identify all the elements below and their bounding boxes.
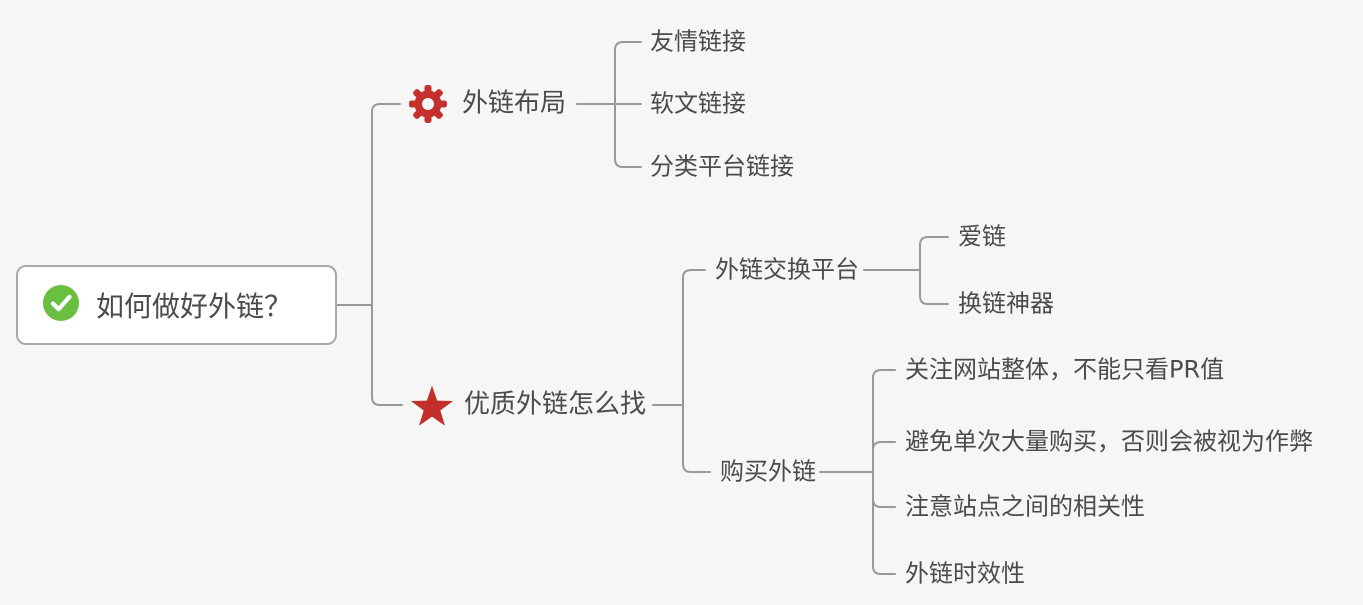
node-branch-quality[interactable]: 优质外链怎么找: [464, 389, 647, 420]
connector-buy-to-child4: [872, 471, 896, 575]
connector-branch1-to-child1: [614, 41, 642, 105]
node-article-links[interactable]: 软文链接: [650, 89, 746, 118]
root-node-label: 如何做好外链？: [96, 290, 293, 323]
connector-branch1-to-child3: [614, 103, 642, 168]
node-ailian[interactable]: 爱链: [958, 222, 1006, 251]
check-circle-icon: [42, 284, 80, 326]
node-branch-layout[interactable]: 外链布局: [462, 88, 567, 119]
connector-root-to-branch2: [371, 304, 403, 406]
node-platform-links[interactable]: 分类平台链接: [650, 152, 794, 181]
star-icon: [410, 384, 454, 428]
connector-buy-to-child1: [872, 369, 896, 473]
node-buy-tip-pr[interactable]: 关注网站整体，不能只看PR值: [905, 355, 1225, 384]
connector-exchange-to-child2: [919, 269, 949, 305]
node-exchange-platform[interactable]: 外链交换平台: [715, 255, 859, 284]
connector-root-to-branch1: [371, 103, 401, 306]
gear-icon: [408, 84, 448, 124]
connector-exchange-to-child1: [919, 236, 949, 271]
node-buy-tip-timeliness[interactable]: 外链时效性: [905, 559, 1025, 588]
connector-buy-to-child2: [872, 441, 896, 473]
node-huanlian-tool[interactable]: 换链神器: [958, 289, 1054, 318]
node-buy-tip-bulk[interactable]: 避免单次大量购买，否则会被视为作弊: [905, 427, 1313, 456]
connector-branch2-to-buy: [682, 404, 711, 473]
node-friend-links[interactable]: 友情链接: [650, 27, 746, 56]
node-buy-links[interactable]: 购买外链: [720, 457, 816, 486]
connector-buy-to-child3: [872, 471, 896, 508]
root-node[interactable]: 如何做好外链？: [16, 265, 337, 345]
connector-branch2-to-exchange: [682, 269, 706, 406]
node-buy-tip-relevance[interactable]: 注意站点之间的相关性: [905, 492, 1145, 521]
